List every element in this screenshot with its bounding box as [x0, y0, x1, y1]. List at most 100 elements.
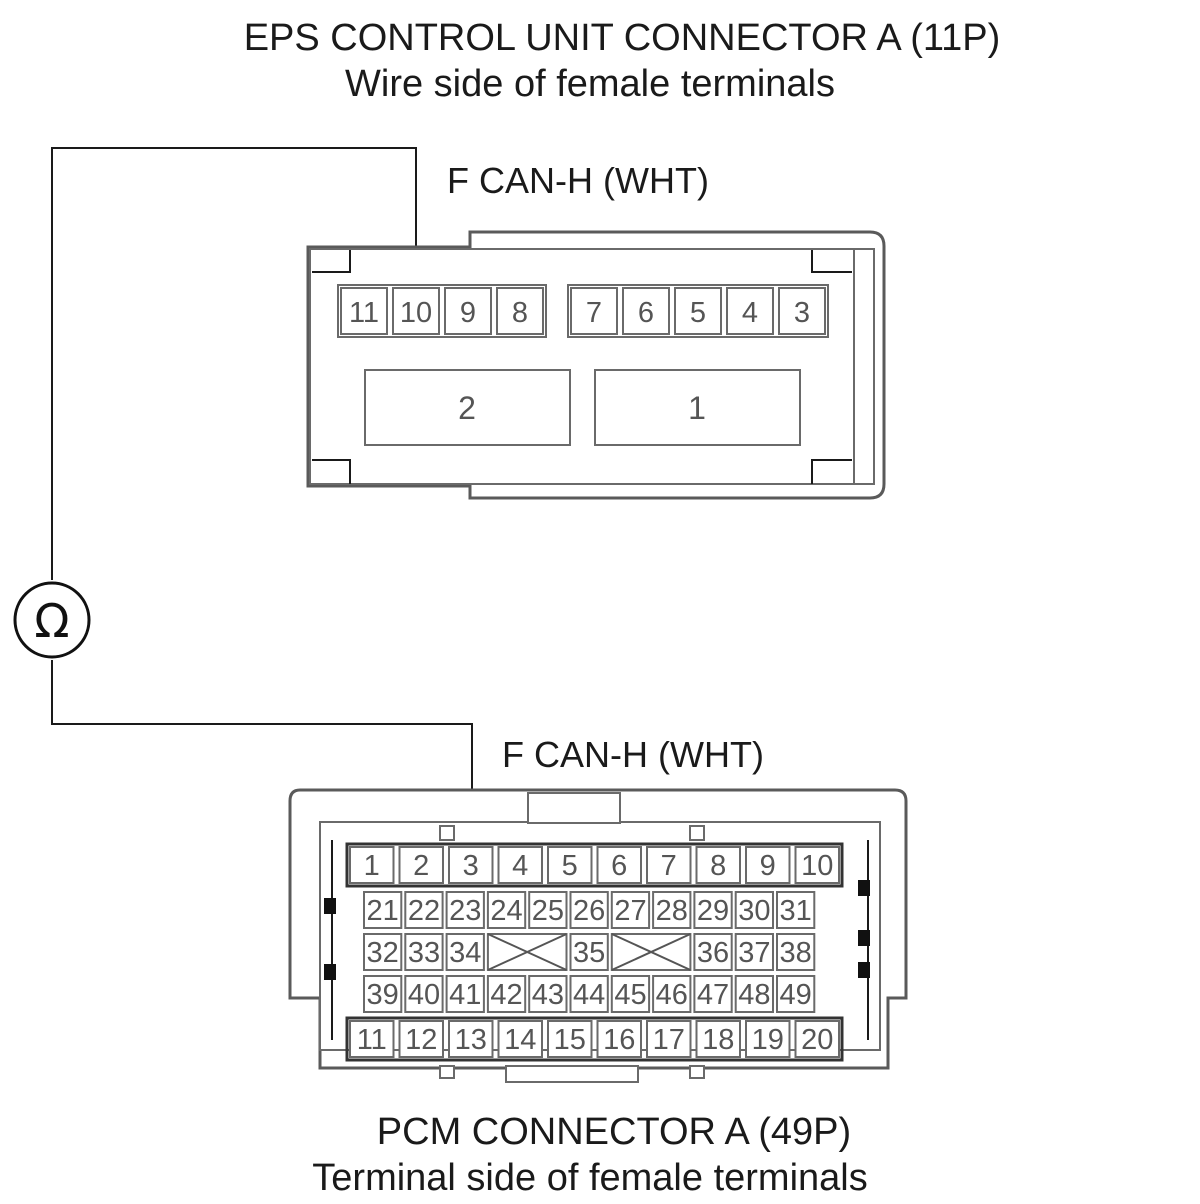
pcm-pin-cell [404, 975, 444, 1013]
pcm-pin-46: 46 [652, 975, 692, 1013]
pcm-pin-label: 48 [738, 979, 770, 1011]
pcm-pin-cell [486, 891, 527, 929]
pcm-pin-25: 25 [528, 891, 568, 929]
pcm-pin-32: 32 [363, 933, 403, 971]
eps-pin-8: 8 [496, 287, 544, 335]
pcm-pin-cell [528, 891, 568, 929]
pcm-pin-12: 12 [398, 1020, 444, 1058]
pcm-pin-7: 7 [646, 846, 692, 884]
pcm-pin-cell [569, 933, 609, 971]
pcm-pin-cell [445, 891, 485, 929]
pcm-pin-2: 2 [398, 846, 444, 884]
pcm-pin-47: 47 [693, 975, 733, 1013]
pcm-pin-label: 9 [760, 850, 776, 882]
eps-connector-title: EPS CONTROL UNIT CONNECTOR A (11P) [244, 17, 1001, 59]
pcm-blank-cavity-1 [486, 933, 568, 971]
pcm-pin-cell [363, 891, 403, 929]
pcm-pin-cell [569, 975, 609, 1013]
pcm-pin-label: 4 [512, 850, 528, 882]
pcm-pin-label: 3 [463, 850, 479, 882]
pcm-wire-label: F CAN-H (WHT) [502, 734, 764, 775]
pcm-pin-cell [693, 975, 733, 1013]
pcm-lock-left-2 [324, 964, 336, 980]
eps-pin-cell [778, 287, 826, 335]
pcm-pin-cell [794, 1020, 840, 1058]
pcm-pin-label: 2 [413, 850, 429, 882]
pcm-pin-label: 33 [408, 937, 440, 969]
pcm-pin-cell [404, 891, 444, 929]
eps-latch-bl [312, 459, 351, 484]
pcm-pin-cell [497, 1020, 543, 1058]
eps-pin-label: 5 [690, 297, 706, 329]
pcm-pin-48: 48 [734, 975, 775, 1013]
ohmmeter: Ω [13, 581, 91, 659]
pcm-pin-cell [398, 1020, 444, 1058]
pcm-pin-label: 5 [562, 850, 578, 882]
pcm-pin-cell [646, 846, 692, 884]
pcm-pin-19: 19 [745, 1020, 791, 1058]
pcm-pin-label: 16 [603, 1024, 635, 1056]
pcm-pin-label: 43 [532, 979, 564, 1011]
pcm-pin-cell [398, 846, 444, 884]
pcm-pin-cell [445, 975, 485, 1013]
pcm-pin-label: 10 [801, 850, 833, 882]
pcm-pin-label: 15 [554, 1024, 586, 1056]
pcm-pin-cell [695, 846, 741, 884]
pcm-pin-cell [693, 933, 733, 971]
pcm-pin-label: 35 [573, 937, 605, 969]
pcm-pin-35: 35 [569, 933, 609, 971]
pcm-pin-4: 4 [497, 846, 543, 884]
pcm-pin-cell [745, 846, 791, 884]
pcm-pin-cell [349, 846, 395, 884]
pcm-lock-left-1 [324, 898, 336, 914]
pcm-pin-cell [363, 975, 403, 1013]
pcm-pin-13: 13 [448, 1020, 494, 1058]
pcm-pin-30: 30 [734, 891, 775, 929]
pcm-pin-cell [610, 891, 651, 929]
eps-terminal-1-label: 1 [688, 390, 706, 426]
eps-terminal-2-label: 2 [458, 390, 476, 426]
pcm-connector-title: PCM CONNECTOR A (49P) [377, 1111, 851, 1153]
pcm-pin-cell [596, 1020, 642, 1058]
pcm-pin-18: 18 [695, 1020, 741, 1058]
pcm-pin-label: 18 [702, 1024, 734, 1056]
pcm-pin-cell [448, 1020, 494, 1058]
pcm-pin-label: 24 [490, 895, 522, 927]
pcm-pin-label: 8 [710, 850, 726, 882]
pcm-pin-45: 45 [610, 975, 651, 1013]
pcm-bottom-tab-right [689, 1065, 705, 1079]
eps-terminal-1: 1 [594, 369, 801, 446]
probe-wire-bottom [51, 660, 473, 850]
pcm-pin-14: 14 [497, 1020, 543, 1058]
eps-pin-3: 3 [778, 287, 826, 335]
pcm-pin-label: 49 [780, 979, 812, 1011]
pcm-pin-38: 38 [776, 933, 816, 971]
pcm-pin-23: 23 [445, 891, 485, 929]
pcm-pin-label: 12 [405, 1024, 437, 1056]
pcm-pin-31: 31 [776, 891, 816, 929]
eps-pin-4: 4 [726, 287, 774, 335]
eps-pin-11: 11 [340, 287, 388, 335]
pcm-pin-cell [445, 933, 485, 971]
eps-wire-label: F CAN-H (WHT) [447, 160, 709, 201]
pcm-pin-cell [349, 1020, 395, 1058]
pcm-pin-label: 41 [449, 979, 481, 1011]
eps-pin-label: 10 [400, 297, 432, 329]
pcm-pin-49: 49 [776, 975, 816, 1013]
pcm-pin-cell [776, 975, 816, 1013]
pcm-pin-label: 14 [504, 1024, 536, 1056]
pcm-lock-right-2 [858, 930, 870, 946]
pcm-row1-frame [345, 842, 844, 888]
pcm-pin-label: 34 [449, 937, 481, 969]
eps-pin-label: 8 [512, 297, 528, 329]
pcm-bottom-key [505, 1065, 639, 1083]
pcm-pin-label: 13 [455, 1024, 487, 1056]
pcm-pin-label: 1 [364, 850, 380, 882]
pcm-pin-8: 8 [695, 846, 741, 884]
pcm-pin-label: 22 [408, 895, 440, 927]
eps-connector-side-rail [853, 248, 875, 485]
pcm-pin-cell [776, 891, 816, 929]
pcm-pin-1: 1 [349, 846, 395, 884]
